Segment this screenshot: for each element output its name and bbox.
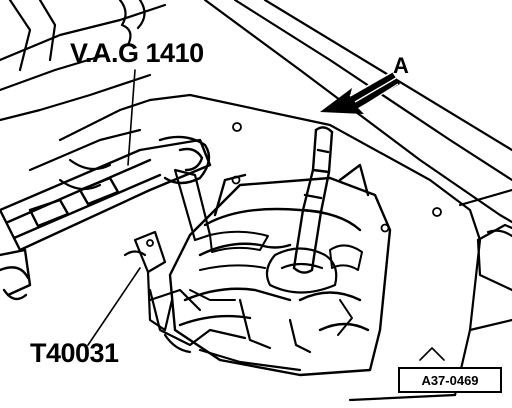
press-tool-icon [0, 135, 212, 301]
reference-code-box: A37-0469 [398, 367, 502, 393]
center-console-body [148, 0, 512, 402]
label-t40031: T40031 [30, 338, 119, 368]
gear-shift-lever-icon [292, 126, 334, 274]
view-direction-arrow-icon [320, 71, 400, 114]
locking-tool-t40031 [123, 168, 212, 332]
fasteners [146, 122, 442, 247]
selector-slot [189, 230, 363, 336]
leader-lines [87, 69, 141, 346]
lever-base-boot [265, 247, 338, 294]
lower-console-tray [148, 288, 312, 372]
label-vag-1410: V.A.G 1410 [70, 38, 204, 68]
dashboard-trim [0, 0, 167, 191]
reference-triangle [419, 347, 445, 361]
reference-code: A37-0469 [421, 372, 479, 388]
label-view-a: A [393, 53, 409, 78]
console-cutout [476, 223, 512, 292]
selector-gate-housing [168, 163, 392, 377]
